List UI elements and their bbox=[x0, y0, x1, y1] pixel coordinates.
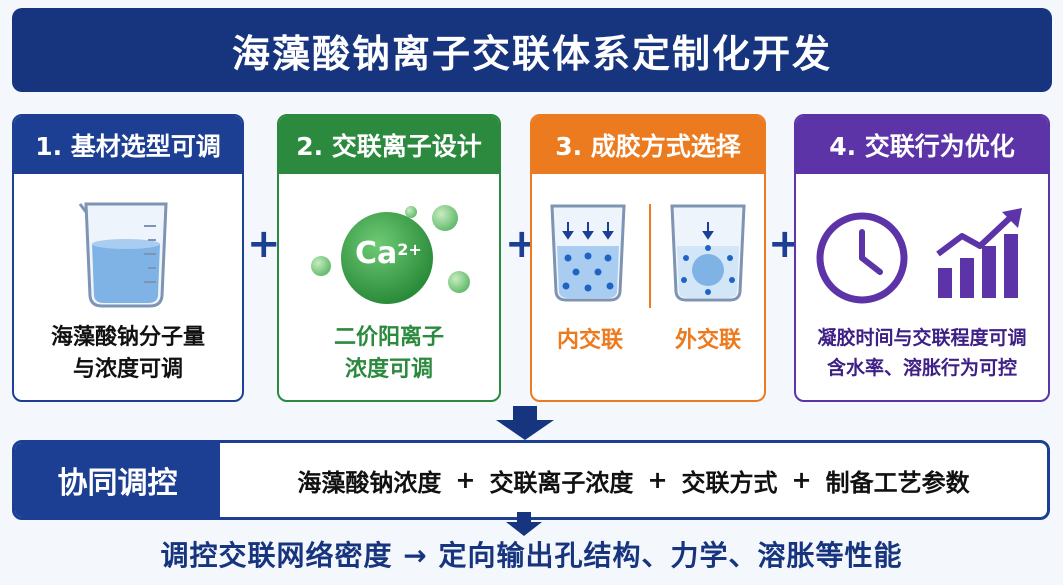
internal-crosslink-label: 内交联 bbox=[556, 328, 623, 353]
ion-symbol: Ca bbox=[355, 236, 398, 271]
card-caption-line2: 浓度可调 bbox=[344, 357, 433, 382]
card-header: 1. 基材选型可调 bbox=[14, 116, 242, 174]
clock-icon bbox=[816, 212, 908, 304]
coordination-label: 协同调控 bbox=[15, 443, 220, 517]
title-banner: 海藻酸钠离子交联体系定制化开发 bbox=[12, 8, 1052, 92]
coordination-item: 交联方式 bbox=[681, 468, 778, 497]
internal-crosslink-beaker-icon bbox=[550, 204, 626, 302]
coordination-item: 交联离子浓度 bbox=[489, 468, 634, 497]
down-arrow-icon bbox=[506, 512, 542, 536]
ion-label: Ca2+ bbox=[355, 236, 422, 272]
plus-sign: + bbox=[247, 221, 281, 267]
card-header: 2. 交联离子设计 bbox=[279, 116, 499, 174]
coordination-item: 制备工艺参数 bbox=[825, 468, 970, 497]
plus-separator: + bbox=[455, 466, 476, 494]
conclusion-text: 调控交联网络密度 → 定向输出孔结构、力学、溶胀等性能 bbox=[160, 539, 903, 572]
plus-separator: + bbox=[647, 466, 668, 494]
card-gelation-method: 3. 成胶方式选择 内交联 外交联 bbox=[530, 114, 766, 402]
external-crosslink-beaker-icon bbox=[670, 204, 746, 302]
card-substrate-selection: 1. 基材选型可调 海藻酸钠分子量 与浓度可调 bbox=[12, 114, 244, 402]
beaker-icon bbox=[78, 202, 168, 308]
ion-charge: 2+ bbox=[397, 240, 422, 259]
down-arrow-icon bbox=[496, 406, 554, 440]
card-header: 4. 交联行为优化 bbox=[796, 116, 1048, 174]
card-caption-line1: 海藻酸钠分子量 bbox=[50, 325, 205, 350]
growth-chart-icon bbox=[936, 208, 1022, 298]
page-title: 海藻酸钠离子交联体系定制化开发 bbox=[231, 31, 832, 76]
coordination-item: 海藻酸钠浓度 bbox=[297, 468, 442, 497]
plus-separator: + bbox=[791, 466, 812, 494]
card-caption-line1: 二价阳离子 bbox=[333, 325, 444, 350]
coordination-items: 海藻酸钠浓度 + 交联离子浓度 + 交联方式 + 制备工艺参数 bbox=[220, 443, 1047, 517]
card-header: 3. 成胶方式选择 bbox=[532, 116, 764, 174]
card-caption-line1: 凝胶时间与交联程度可调 bbox=[817, 327, 1027, 349]
coordination-panel: 协同调控 海藻酸钠浓度 + 交联离子浓度 + 交联方式 + 制备工艺参数 bbox=[12, 440, 1050, 520]
method-divider bbox=[649, 204, 651, 308]
card-caption-line2: 与浓度可调 bbox=[72, 357, 183, 382]
card-caption-line2: 含水率、溶胀行为可控 bbox=[826, 357, 1017, 379]
card-crosslink-ion-design: 2. 交联离子设计 Ca2+ 二价阳离子 浓度可调 bbox=[277, 114, 501, 402]
card-crosslink-behavior-optimization: 4. 交联行为优化 凝胶时间与交联程度可调 含水率、溶胀行为可控 bbox=[794, 114, 1050, 402]
calcium-ion-icon bbox=[311, 205, 470, 304]
external-crosslink-label: 外交联 bbox=[674, 328, 741, 353]
